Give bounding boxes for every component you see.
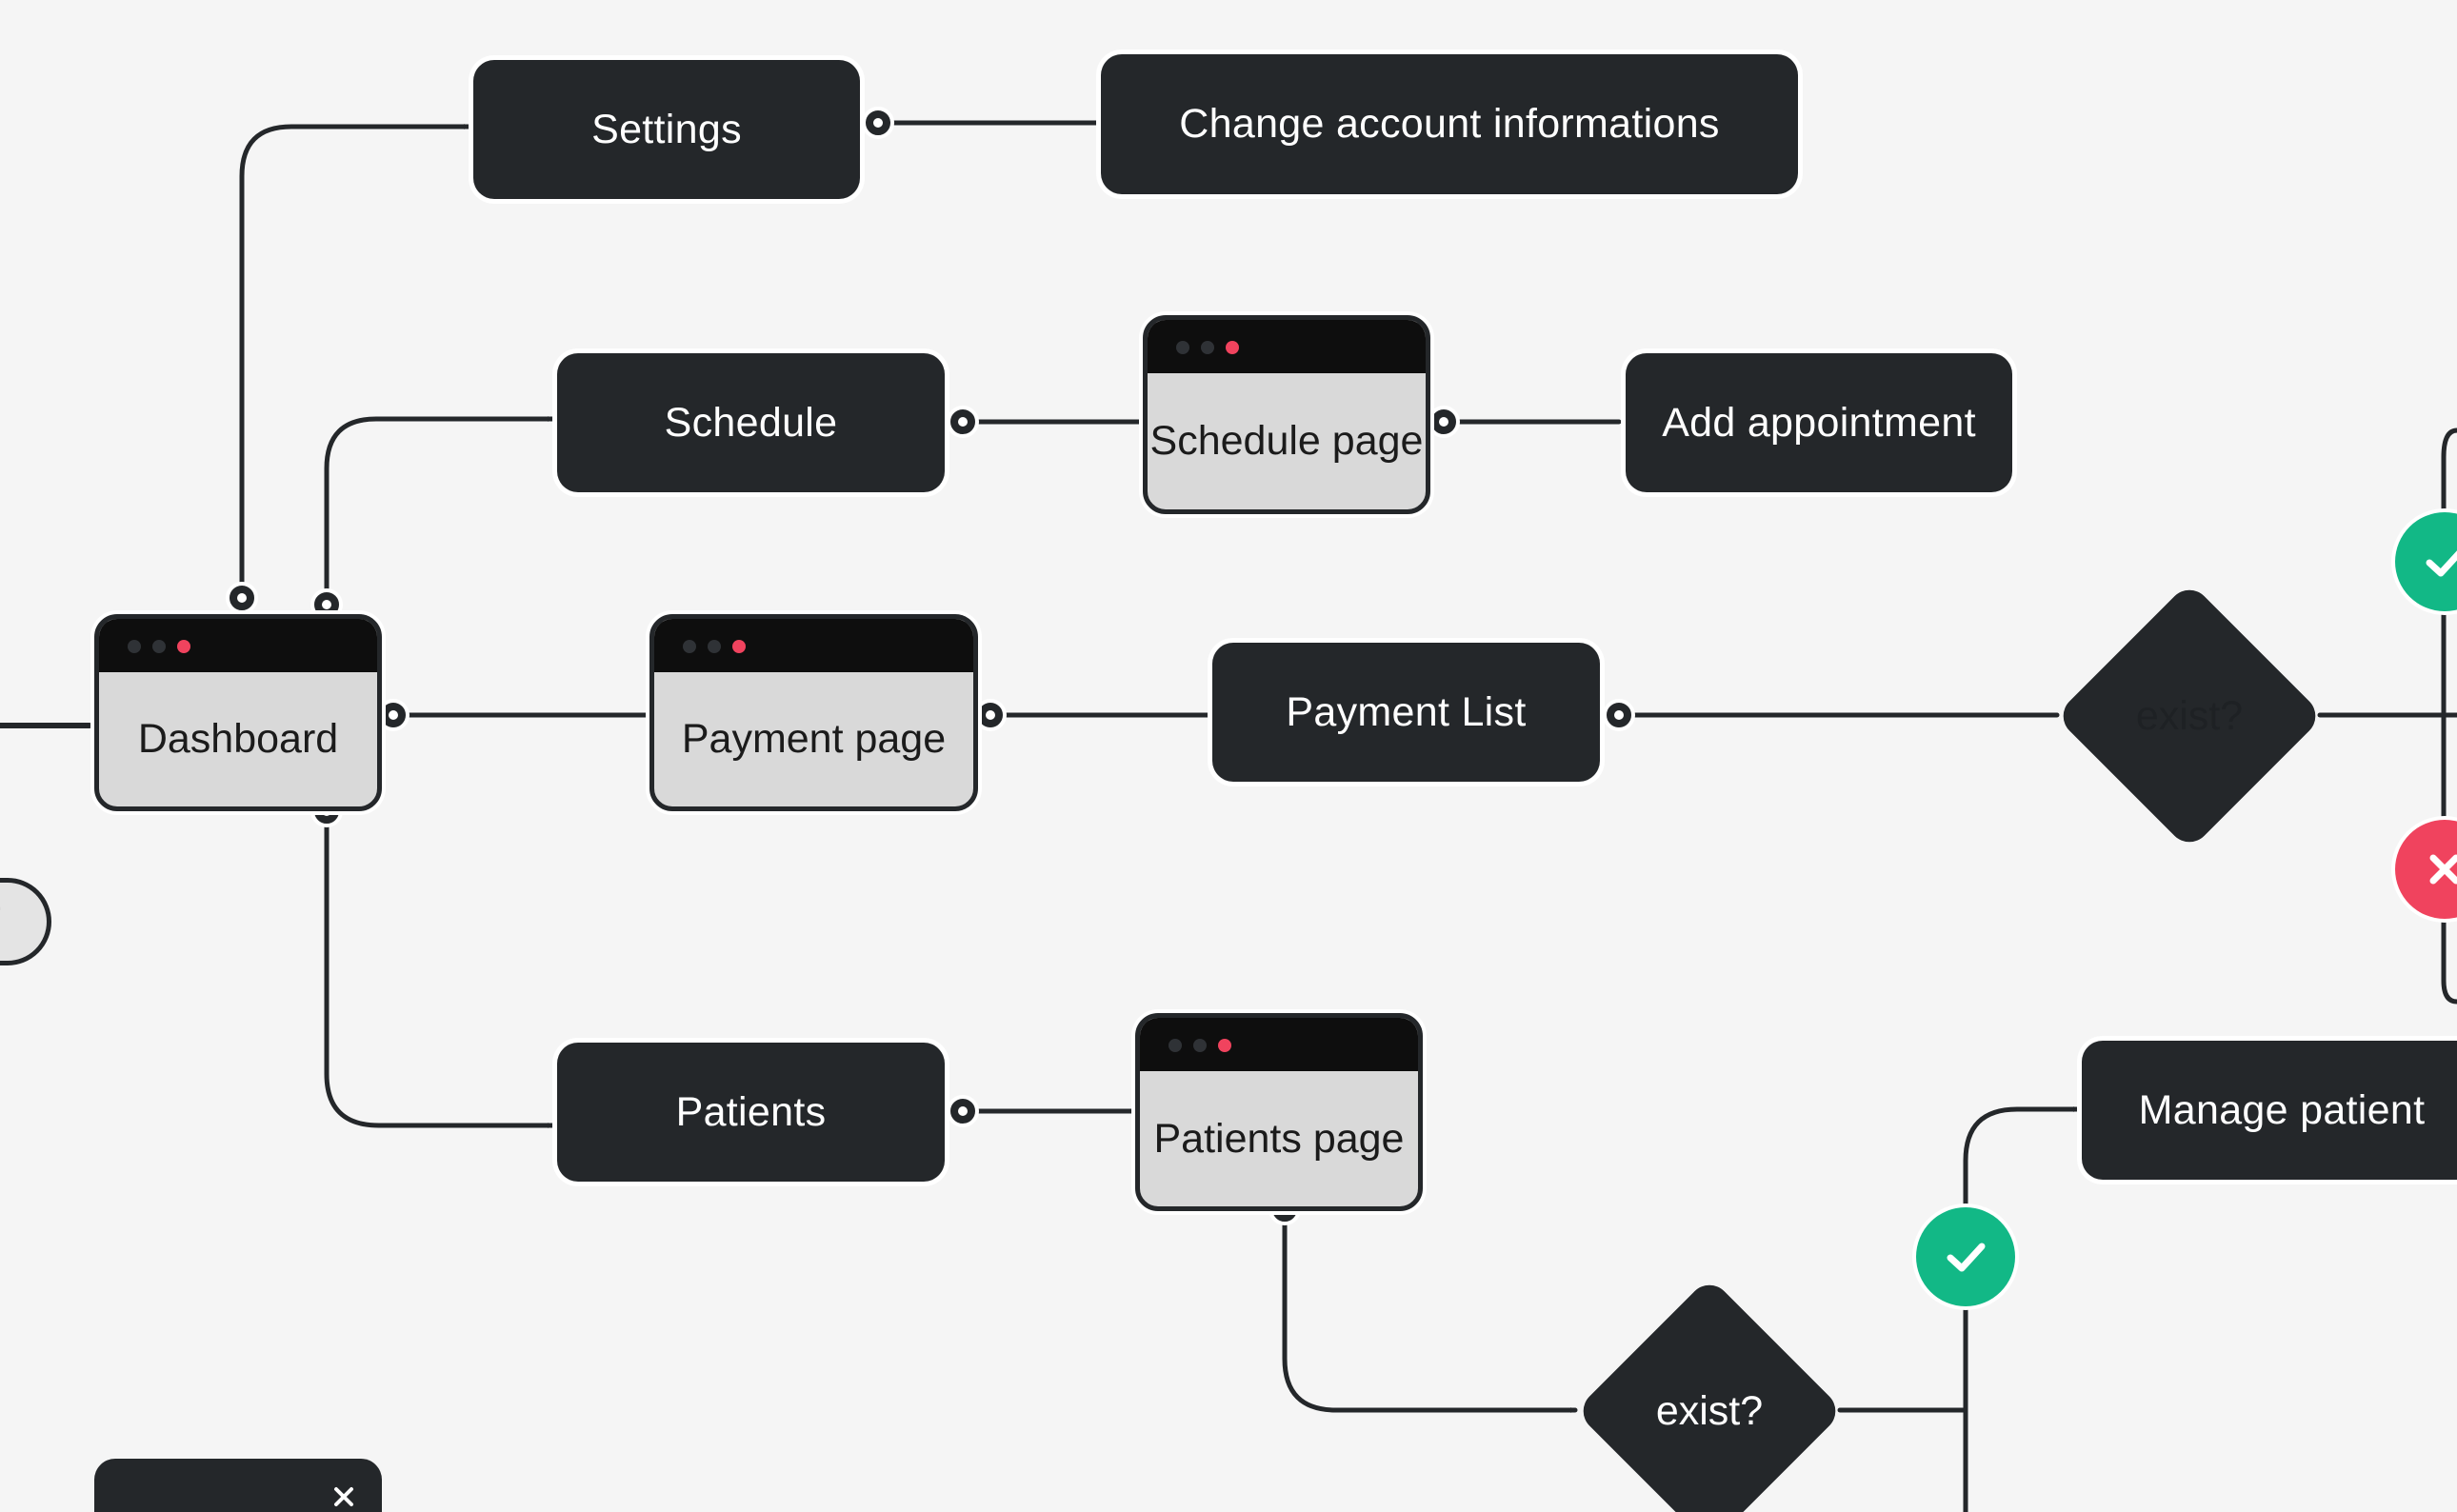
x-icon: [2429, 854, 2457, 885]
window-dot-red-icon: [1218, 1039, 1231, 1052]
window-dot-icon: [1176, 341, 1189, 354]
schedule-page-label: Schedule page: [1149, 418, 1424, 464]
settings-node[interactable]: Settings: [473, 60, 860, 199]
close-icon[interactable]: [332, 1485, 355, 1508]
payment-page-label: Payment page: [681, 716, 947, 762]
bottom-left-panel[interactable]: [94, 1459, 382, 1512]
window-title-bar: [654, 619, 973, 672]
edge-patientspage-exist: [1282, 1206, 1572, 1413]
dashboard-page-node[interactable]: Dashboard: [94, 614, 382, 811]
window-title-bar: [99, 619, 377, 672]
patients-page-label: Patients page: [1153, 1115, 1405, 1162]
window-dot-icon: [1201, 341, 1214, 354]
patient-exists-check-badge: [1916, 1207, 2015, 1306]
check-icon: [1947, 1243, 1986, 1272]
patients-page-node[interactable]: Patients page: [1135, 1013, 1423, 1211]
window-dot-icon: [128, 640, 141, 653]
window-dot-icon: [708, 640, 721, 653]
check-icon: [2426, 550, 2457, 577]
manage-patient-node[interactable]: Manage patient: [2082, 1041, 2457, 1180]
window-dot-red-icon: [177, 640, 190, 653]
add-appointment-node[interactable]: Add appointment: [1626, 353, 2012, 492]
window-title-bar: [1140, 1018, 1418, 1071]
edge-dashboard-schedule: [324, 416, 550, 607]
payment-exist-label: exist?: [2135, 692, 2244, 739]
patients-node[interactable]: Patients: [557, 1043, 945, 1182]
window-dot-red-icon: [1226, 341, 1239, 354]
window-dot-icon: [1169, 1039, 1182, 1052]
left-edge-pill-label: T: [0, 899, 1, 945]
window-dot-red-icon: [732, 640, 746, 653]
patient-exist-label: exist?: [1655, 1387, 1764, 1434]
window-dot-icon: [1193, 1039, 1207, 1052]
edge-dashboard-settings: [239, 124, 469, 601]
schedule-page-node[interactable]: Schedule page: [1143, 315, 1430, 514]
schedule-node[interactable]: Schedule: [557, 353, 945, 492]
window-title-bar: [1148, 320, 1426, 373]
change-account-node[interactable]: Change account informations: [1101, 54, 1798, 194]
window-dot-icon: [152, 640, 166, 653]
edge-dashboard-patients: [324, 808, 550, 1128]
payment-page-node[interactable]: Payment page: [649, 614, 978, 811]
payment-list-node[interactable]: Payment List: [1212, 643, 1600, 782]
dashboard-label: Dashboard: [137, 716, 339, 762]
window-dot-icon: [683, 640, 696, 653]
